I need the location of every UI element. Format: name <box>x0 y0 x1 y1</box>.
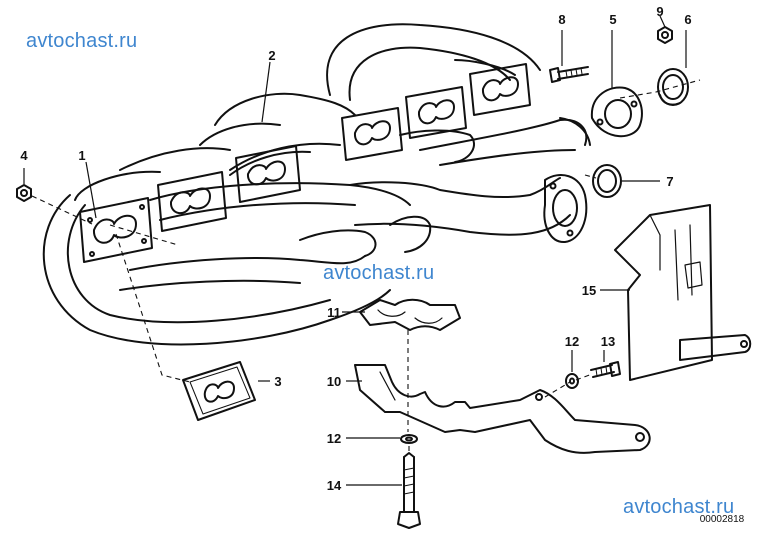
clamp-part-11 <box>359 298 461 331</box>
rear-outlet-flange <box>590 86 643 138</box>
washer-part-12-lower <box>400 434 418 444</box>
nut-part-9 <box>657 26 673 44</box>
callout-15: 15 <box>582 283 596 298</box>
callout-7: 7 <box>666 174 673 189</box>
dashed-guides <box>31 79 701 452</box>
watermark-bottom-right: avtochast.ru <box>623 496 735 518</box>
leader-lines <box>23 15 687 486</box>
watermark-center: avtochast.ru <box>323 262 435 284</box>
callout-14: 14 <box>327 478 342 493</box>
bolt-part-13 <box>590 361 621 378</box>
front-flange-3 <box>235 145 301 203</box>
rear-flange-3 <box>469 63 531 116</box>
callout-4: 4 <box>20 148 28 163</box>
callout-13: 13 <box>601 334 615 349</box>
callout-3: 3 <box>274 374 281 389</box>
bolt-part-8 <box>549 66 589 83</box>
rear-flange-2 <box>405 86 467 139</box>
callout-10: 10 <box>327 374 341 389</box>
callout-12-upper: 12 <box>565 334 579 349</box>
bolt-part-14 <box>397 452 421 529</box>
watermark-top-left: avtochast.ru <box>26 30 138 52</box>
gasket-part-7 <box>592 164 622 198</box>
callout-1: 1 <box>78 148 85 163</box>
callout-9: 9 <box>656 4 663 19</box>
callout-6: 6 <box>684 12 691 27</box>
callout-8: 8 <box>558 12 565 27</box>
heat-shield-part-15 <box>614 204 752 381</box>
rear-flange-1 <box>341 107 403 161</box>
front-manifold <box>42 150 571 346</box>
callout-11: 11 <box>327 305 341 320</box>
diagram-code: 00002818 <box>700 514 745 525</box>
callout-5: 5 <box>609 12 616 27</box>
nut-part-4 <box>16 184 32 202</box>
ring-part-6 <box>657 68 689 106</box>
front-outlet-flange <box>543 174 588 244</box>
front-flange-2 <box>157 171 227 232</box>
callout-labels: 1 2 3 4 5 6 7 8 9 10 11 12 12 13 14 15 <box>20 4 691 493</box>
front-flange-1 <box>79 197 153 263</box>
washer-part-12-upper <box>565 373 579 389</box>
bracket-part-10 <box>354 364 651 454</box>
rear-manifold <box>119 23 591 171</box>
callout-12-lower: 12 <box>327 431 341 446</box>
callout-2: 2 <box>268 48 275 63</box>
gasket-part-3 <box>182 361 256 421</box>
